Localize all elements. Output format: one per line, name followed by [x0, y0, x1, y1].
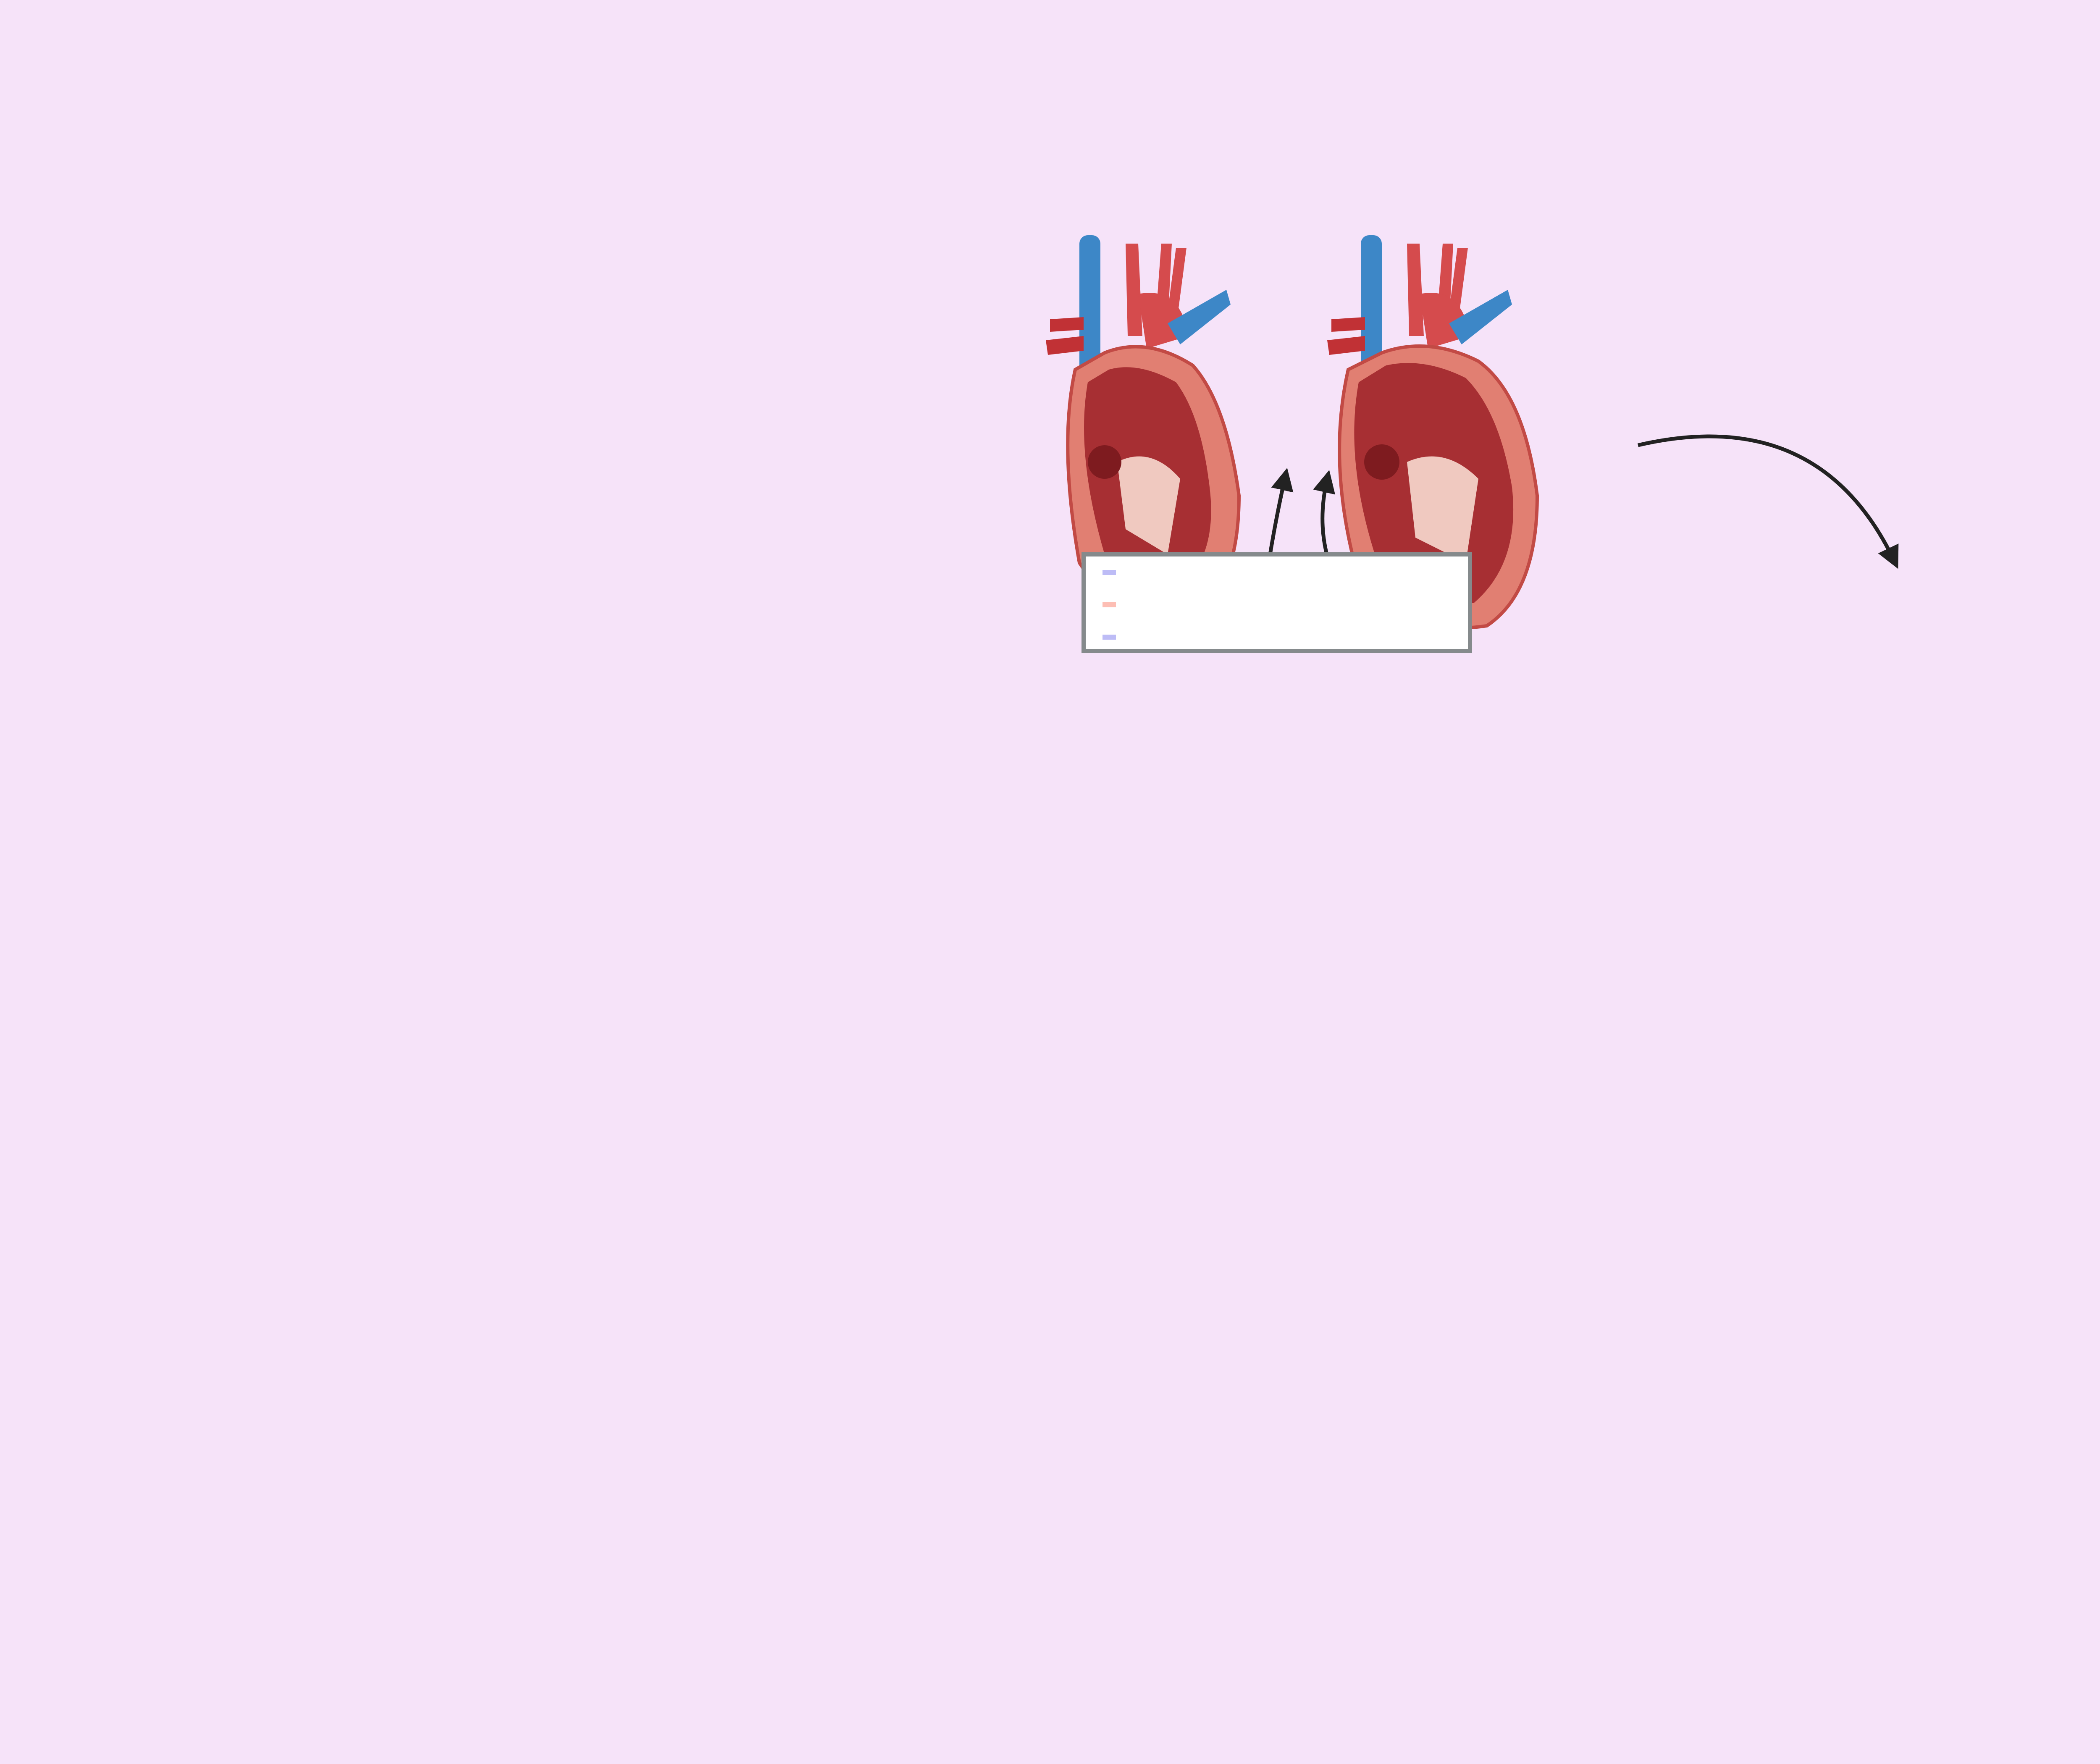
healthy-heart-icon — [1046, 235, 1241, 630]
ladder-marker — [1102, 602, 1116, 607]
blot-panel-myocardin-top — [1082, 552, 1472, 653]
hearts-section — [1046, 235, 1539, 630]
ladder-marker — [1102, 570, 1116, 575]
arrow-hearts-to-cardiomyocytes — [1637, 434, 1899, 569]
western-blot-top — [1082, 552, 1472, 653]
ladder-marker — [1102, 635, 1116, 640]
